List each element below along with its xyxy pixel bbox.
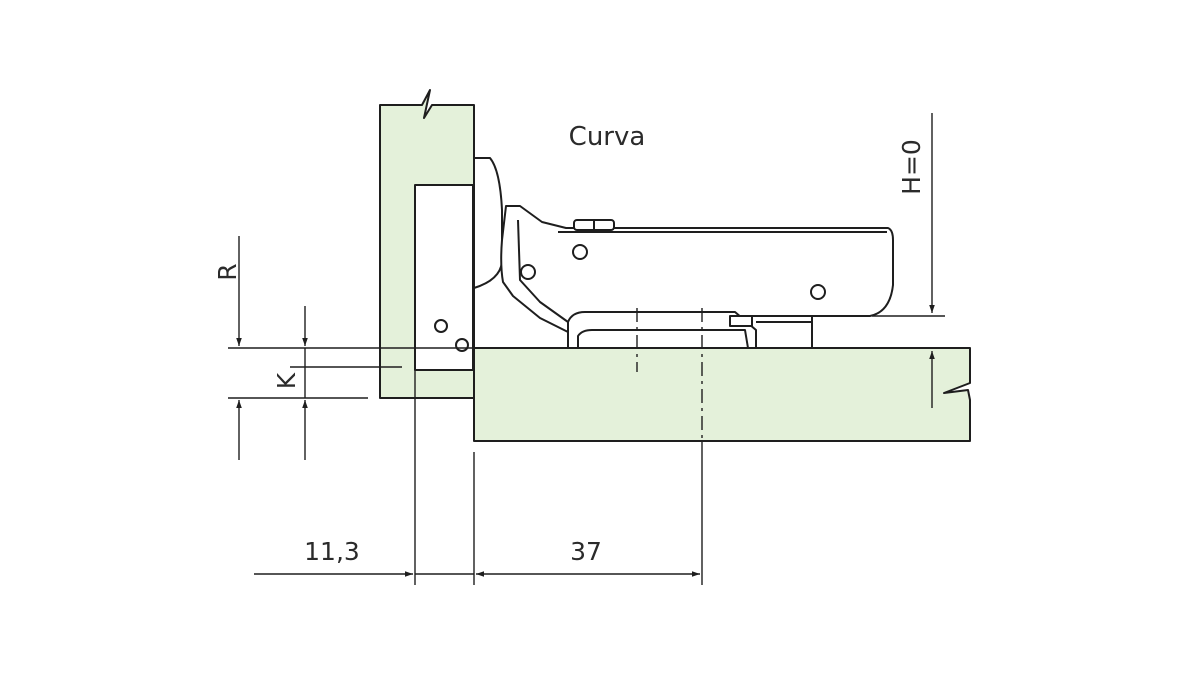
- k-label: K: [272, 372, 301, 389]
- plate-clip: [729, 315, 753, 327]
- hinge-arm-inner-line: [517, 219, 569, 323]
- overlay-dimension-label: 11,3: [304, 537, 360, 566]
- cup-distance-label: 37: [570, 537, 602, 566]
- hinge-arm: [500, 205, 894, 333]
- height-label: H=0: [897, 139, 926, 195]
- cup-hole-2: [455, 338, 469, 352]
- cabinet-panel: [473, 347, 971, 442]
- arm-hole-2: [520, 264, 536, 280]
- arm-hole-3: [810, 284, 826, 300]
- r-label: R: [213, 263, 242, 280]
- mounting-plate-inner: [577, 329, 749, 349]
- cup-hole-1: [434, 319, 448, 333]
- diagram-title: Curva: [569, 122, 646, 152]
- hinge-knuckle: [473, 157, 503, 289]
- arm-hole-1: [572, 244, 588, 260]
